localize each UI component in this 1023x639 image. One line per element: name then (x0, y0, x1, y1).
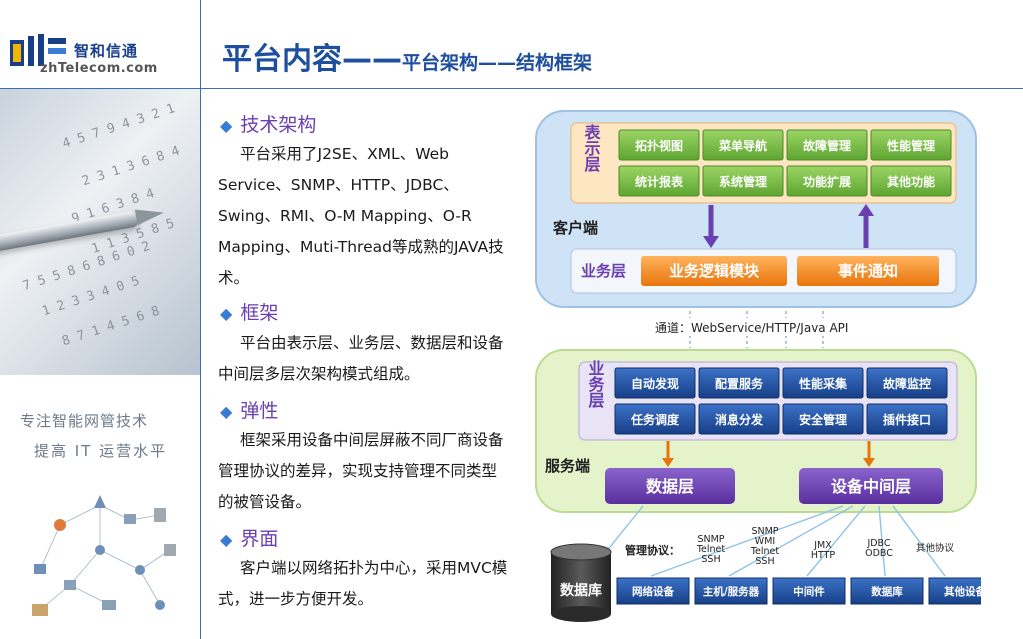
presentation-item-text: 拓扑视图 (635, 138, 683, 153)
arrow-down-icon (662, 458, 674, 467)
section-heading-flexibility: ◆弹性 (220, 400, 279, 422)
presentation-item-box (702, 165, 784, 197)
client-label: 客户端 (552, 219, 598, 237)
presentation-item-box (618, 129, 700, 161)
server-business-item-box (782, 403, 864, 435)
device-item-text: 中间件 (793, 585, 825, 598)
network-topology-image (32, 495, 176, 616)
horizontal-divider (0, 88, 1023, 89)
device-item-box (850, 577, 924, 605)
protocol-text: 其他协议 (916, 542, 955, 554)
device-item-text: 网络设备 (632, 585, 674, 598)
data-layer-text: 数据层 (646, 477, 694, 496)
server-business-item-text: 配置服务 (715, 376, 764, 391)
section-text-flexibility: 框架采用设备中间层屏蔽不同厂商设备管理协议的差异，实现支持管理不同类型的被管设备… (218, 431, 504, 511)
presentation-item-text: 系统管理 (719, 174, 767, 189)
section-text-tech: 平台采用了J2SE、XML、Web Service、SNMP、HTTP、JDBC… (218, 145, 504, 287)
presentation-item-box (618, 165, 700, 197)
device-item-box (616, 577, 690, 605)
diamond-bullet-icon: ◆ (220, 116, 233, 135)
presentation-item-box (702, 129, 784, 161)
presentation-item-box (786, 165, 868, 197)
business-logic-module (641, 256, 787, 286)
event-notify-text: 事件通知 (838, 262, 898, 280)
slogan-line1: 专注智能网管技术 (20, 412, 149, 430)
device-item-text: 其他设备 (944, 585, 981, 598)
device-item-box (772, 577, 846, 605)
server-business-item-box (866, 367, 948, 399)
channel-text: 通道：WebService/HTTP/Java API (655, 321, 848, 335)
logo-en-text: zhTelecom.com (40, 61, 158, 76)
section-heading-tech: ◆技术架构 (220, 114, 317, 136)
section-text-framework: 平台由表示层、业务层、数据层和设备中间层多层次架构模式组成。 (218, 334, 504, 383)
diamond-bullet-icon: ◆ (220, 304, 233, 323)
presentation-item-box (870, 129, 952, 161)
server-business-item-text: 任务调度 (630, 412, 680, 427)
device-item-text: 主机/服务器 (703, 585, 760, 598)
server-business-item-box (614, 367, 696, 399)
server-business-item-text: 消息分发 (715, 412, 764, 427)
logo-cn-text: 智和信通 (74, 42, 139, 60)
server-business-label: 业务层 (586, 360, 605, 409)
section-heading-ui: ◆界面 (220, 528, 279, 550)
server-business-item-text: 插件接口 (883, 412, 931, 427)
server-business-item-text: 自动发现 (631, 376, 679, 391)
presentation-item-box (786, 129, 868, 161)
presentation-item-text: 菜单导航 (718, 138, 767, 153)
logo: 智和信通 zhTelecom.com (0, 0, 200, 88)
slogan-line2: 提高 IT 运营水平 (34, 442, 168, 460)
section-heading-framework: ◆框架 (220, 302, 279, 324)
presentation-item-text: 故障管理 (803, 138, 851, 153)
presentation-layer-label: 表示层 (582, 123, 602, 173)
client-business-label: 业务层 (581, 262, 626, 280)
device-item-text: 数据库 (870, 585, 903, 598)
server-business-item-box (782, 367, 864, 399)
diamond-bullet-icon: ◆ (220, 530, 233, 549)
database-icon (550, 543, 612, 622)
logo-mark-icon (10, 34, 66, 66)
protocol-label: 管理协议： (625, 543, 680, 557)
device-item-box (694, 577, 768, 605)
data-layer-box (605, 468, 735, 504)
arrow-down-icon (863, 458, 875, 467)
device-list: 网络设备 主机/服务器 中间件 数据库 其他设备 (616, 577, 981, 605)
presentation-item-text: 功能扩展 (803, 174, 851, 189)
database-label: 数据库 (560, 582, 602, 599)
title-main: 平台内容—— (222, 42, 402, 77)
business-logic-text: 业务逻辑模块 (669, 262, 760, 280)
server-business-item-box (698, 403, 780, 435)
device-layer-text: 设备中间层 (831, 477, 911, 496)
presentation-item-text: 其他功能 (887, 174, 935, 189)
vertical-divider (200, 0, 201, 639)
server-business-item-text: 故障监控 (883, 376, 931, 391)
server-business-item-box (698, 367, 780, 399)
section-text-ui: 客户端以网络拓扑为中心，采用MVC模式，进一步方便开发。 (218, 559, 508, 608)
title-sub: 平台架构——结构框架 (402, 52, 593, 74)
server-business-item-box (866, 403, 948, 435)
server-business-item-box (614, 403, 696, 435)
diamond-bullet-icon: ◆ (220, 402, 233, 421)
presentation-item-text: 统计报表 (635, 174, 684, 189)
page-title: 平台内容——平台架构——结构框架 (222, 34, 592, 78)
decorative-photo: 4 5 7 9 4 3 2 1 2 3 1 3 6 8 4 9 1 6 3 8 … (0, 89, 200, 375)
event-notify-module (797, 256, 939, 286)
arrow-up-icon (858, 204, 874, 216)
server-label: 服务端 (545, 457, 590, 475)
presentation-item-text: 性能管理 (886, 138, 935, 153)
presentation-item-box (870, 165, 952, 197)
device-item-box (928, 577, 981, 605)
server-business-item-text: 安全管理 (799, 412, 847, 427)
device-layer-box (799, 468, 943, 504)
server-business-item-text: 性能采集 (798, 376, 848, 391)
arrow-down-icon (703, 236, 719, 248)
